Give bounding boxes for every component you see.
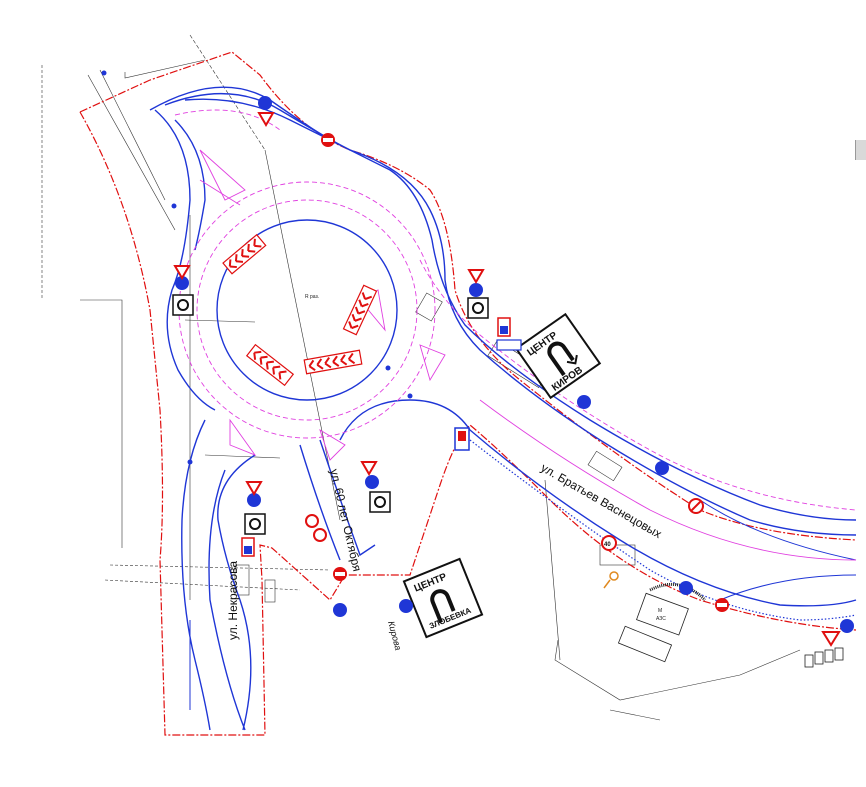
- street-label-vasnetsovykh: ул. Братьев Васнецовых: [539, 460, 665, 541]
- fuel-station-m-label: М: [658, 608, 662, 614]
- speed-limit-value: 40: [604, 542, 611, 548]
- signal-point-icon: [187, 459, 193, 465]
- radius-label: R раз.: [305, 294, 319, 300]
- road-edges: [149, 86, 857, 731]
- street-label-oktyabrya: ул. 60 лет Октября: [327, 468, 364, 573]
- road-signs: 40: [101, 70, 854, 647]
- direction-board-zlobevka: ЦЕНТР ЗЛОБЕВКА: [402, 557, 484, 639]
- boundary-line: [79, 51, 857, 736]
- yield-sign-icon: [173, 112, 841, 647]
- street-label-kirova: Кирова: [386, 620, 403, 651]
- key-icon: [603, 571, 619, 589]
- info-sign-icon: [241, 317, 522, 557]
- prohibition-sign-icon: [305, 498, 704, 542]
- street-label-nekrasova: ул. Некрасова: [226, 561, 240, 640]
- roundabout-ahead-sign-icon: [172, 294, 489, 535]
- construction-lines: [41, 34, 801, 721]
- roundabout-sign-icon: [175, 96, 854, 633]
- direction-board-kirov: ЦЕНТР КИРОВ: [514, 312, 602, 400]
- road-markings: [174, 109, 857, 561]
- signal-point-icon: [101, 70, 107, 76]
- scrollbar-edge[interactable]: [855, 140, 866, 160]
- signal-point-icon: [407, 393, 413, 399]
- fuel-station-label: АЗС: [656, 616, 666, 622]
- chevron-boards: [222, 233, 378, 387]
- fuel-station-building: [617, 582, 844, 668]
- signal-point-icon: [171, 203, 177, 209]
- dotted-edge: [469, 439, 857, 621]
- signal-point-icon: [385, 365, 391, 371]
- no-entry-sign-icon: [321, 133, 729, 612]
- speed-limit-sign-icon: 40: [601, 535, 617, 551]
